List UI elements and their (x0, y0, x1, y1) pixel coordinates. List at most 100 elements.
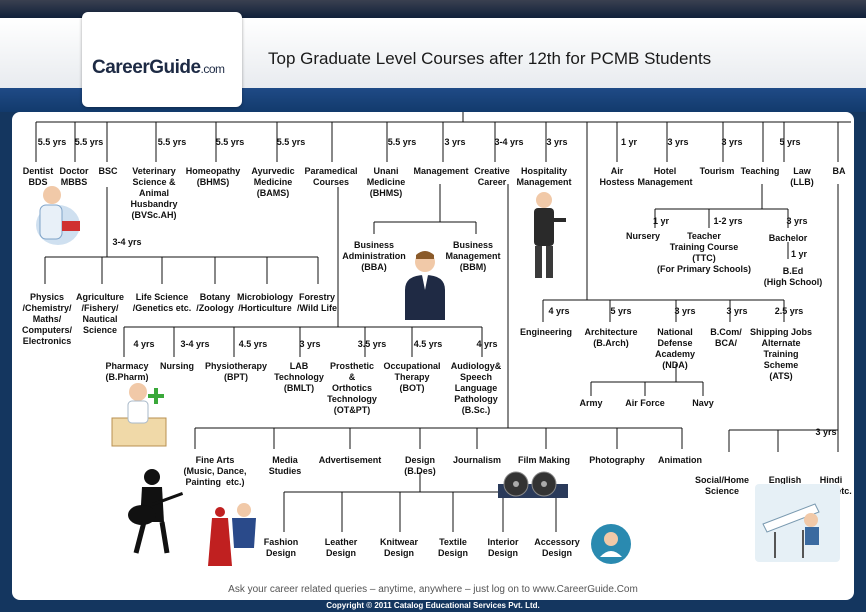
duration-eng: 4 yrs (548, 306, 570, 316)
copyright: Copyright © 2011 Catalog Educational Ser… (326, 601, 540, 610)
node-army: Army (579, 398, 603, 408)
duration-occ: 4.5 yrs (413, 339, 443, 349)
duration-doctor: 5.5 yrs (74, 137, 104, 147)
node-tourism: Tourism (699, 166, 735, 176)
duration-pros: 3.5 yrs (357, 339, 387, 349)
duration-lab: 3 yrs (299, 339, 321, 349)
node-air: Air Hostess (599, 166, 635, 187)
node-nursery: Nursery (625, 231, 661, 241)
node-bcom: B.Com/ BCA/ (710, 327, 742, 348)
painter-icon (591, 524, 631, 564)
duration-nda: 3 yrs (674, 306, 696, 316)
node-navy: Navy (692, 398, 714, 408)
connector-lines (35, 112, 851, 532)
node-physio: Physiotherapy (BPT) (204, 361, 268, 382)
film-reel-icon (498, 471, 568, 498)
logo-main: CareerGuide (92, 57, 201, 78)
diagram-panel: 5.5 yrs 5.5 yrs 5.5 yrs 5.5 yrs 5.5 yrs … (12, 112, 854, 600)
duration-tourism: 3 yrs (721, 137, 743, 147)
node-interior: Interior Design (487, 537, 519, 558)
duration-physio: 4.5 yrs (238, 339, 268, 349)
pharmacist-icon (111, 383, 167, 447)
node-nda: National Defense Academy (NDA) (654, 327, 696, 370)
node-film: Film Making (517, 455, 571, 465)
duration-nursing: 3-4 yrs (180, 339, 210, 349)
duration-ba: 3 yrs (815, 427, 837, 437)
node-bbm: Business Management (BBM) (445, 240, 501, 272)
duration-bed: 1 yr (790, 249, 808, 259)
duration-law: 5 yrs (779, 137, 801, 147)
node-advert: Advertisement (318, 455, 382, 465)
duration-bcom: 3 yrs (726, 306, 748, 316)
hospitality-icon (534, 192, 566, 278)
node-anim: Animation (658, 455, 702, 465)
node-botany: Botany /Zoology (196, 292, 234, 313)
node-fashion: Fashion Design (263, 537, 299, 558)
node-dentist: Dentist BDS (22, 166, 54, 187)
duration-unani: 5.5 yrs (387, 137, 417, 147)
node-hosp: Hospitality Management (516, 166, 572, 187)
node-audio: Audiology& Speech Language Pathology (B.… (450, 361, 502, 415)
logo[interactable]: CareerGuide.com (92, 57, 225, 79)
manager-icon (405, 251, 445, 320)
node-social: Social/Home Science (694, 475, 750, 496)
node-creative: Creative Career (474, 166, 510, 187)
node-ttc: Teacher Training Course (TTC) (For Prima… (656, 231, 752, 274)
node-journ: Journalism (452, 455, 502, 465)
node-airforce: Air Force (625, 398, 665, 408)
duration-dentist: 5.5 yrs (37, 137, 67, 147)
node-leather: Leather Design (324, 537, 358, 558)
node-teaching: Teaching (740, 166, 780, 176)
node-arch: Architecture (B.Arch) (584, 327, 638, 348)
node-homeo: Homeopathy (BHMS) (185, 166, 241, 187)
node-vet: Veterinary Science & Animal Husbandry (B… (130, 166, 178, 220)
node-doctor: Doctor MBBS (59, 166, 89, 187)
node-access: Accessory Design (534, 537, 580, 558)
duration-ttc: 1-2 yrs (713, 216, 743, 226)
node-para: Paramedical Courses (304, 166, 358, 187)
duration-bsc: 3-4 yrs (112, 237, 142, 247)
duration-pharm: 4 yrs (133, 339, 155, 349)
node-law: Law (LLB) (790, 166, 814, 187)
duration-ship: 2.5 yrs (774, 306, 804, 316)
node-fine: Fine Arts (Music, Dance, Painting etc.) (183, 455, 247, 487)
node-ship: Shipping Jobs Alternate Training Scheme … (750, 327, 812, 381)
duration-bachelor: 3 yrs (786, 216, 808, 226)
node-micro: Microbiology /Horticulture (237, 292, 293, 313)
duration-nursery: 1 yr (652, 216, 670, 226)
student-icon (755, 484, 840, 562)
fashion-icon (208, 503, 256, 566)
duration-ayur: 5.5 yrs (276, 137, 306, 147)
node-ayur: Ayurvedic Medicine (BAMS) (251, 166, 295, 198)
logo-suffix: .com (200, 62, 226, 76)
node-bsc: BSC (98, 166, 118, 176)
node-ba: BA (832, 166, 846, 176)
node-bed: B.Ed (High School) (763, 266, 823, 287)
node-lab: LAB Technology (BMLT) (274, 361, 324, 393)
duration-homeo: 5.5 yrs (215, 137, 245, 147)
duration-hosp: 3 yrs (546, 137, 568, 147)
page-title: Top Graduate Level Courses after 12th fo… (268, 49, 712, 68)
node-unani: Unani Medicine (BHMS) (366, 166, 406, 198)
node-pros: Prosthetic & Orthotics Technology (OT&PT… (327, 361, 377, 415)
node-nursing: Nursing (159, 361, 195, 371)
node-physics: Physics /Chemistry/ Maths/ Computers/ El… (21, 292, 73, 346)
duration-creative: 3-4 yrs (494, 137, 524, 147)
dentist-icon (36, 186, 80, 245)
node-design: Design (B.Des) (404, 455, 436, 476)
footer-tagline: Ask your career related queries – anytim… (228, 584, 638, 595)
logo-tab (82, 12, 242, 107)
duration-mgmt: 3 yrs (444, 137, 466, 147)
node-life: Life Science /Genetics etc. (132, 292, 192, 313)
node-bba: Business Administration (BBA) (342, 240, 406, 272)
duration-audio: 4 yrs (476, 339, 498, 349)
node-occ: Occupational Therapy (BOT) (383, 361, 441, 393)
duration-vet: 5.5 yrs (157, 137, 187, 147)
node-english: English (768, 475, 802, 485)
duration-hotel: 3 yrs (667, 137, 689, 147)
node-mgmt: Management (413, 166, 469, 176)
duration-air: 1 yr (620, 137, 638, 147)
node-media: Media Studies (268, 455, 302, 476)
node-agri: Agriculture /Fishery/ Nautical Science (75, 292, 125, 335)
node-eng: Engineering (519, 327, 573, 337)
